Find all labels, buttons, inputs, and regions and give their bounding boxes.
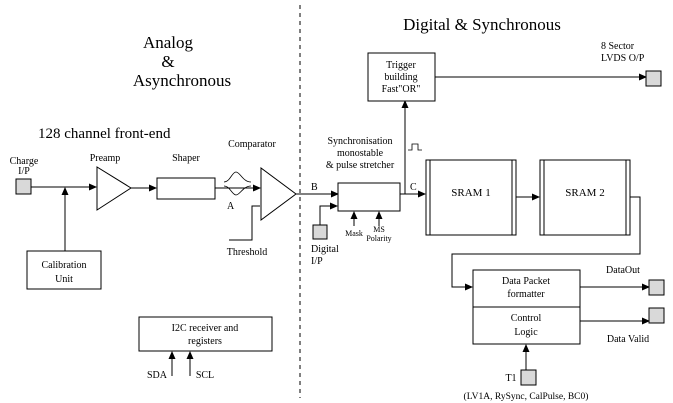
wire-threshold	[229, 205, 260, 241]
datavalid-label: Data Valid	[607, 334, 649, 345]
charge-label-2: I/P	[18, 166, 30, 177]
i2c-label-1: I2C receiver and	[172, 323, 239, 334]
data-packet-label-2: formatter	[507, 289, 545, 300]
trigger-label-2: building	[384, 72, 417, 83]
frontend-heading: 128 channel front-end	[38, 126, 171, 142]
digital-input-pad	[312, 224, 328, 240]
digital-pulse-icon	[408, 143, 422, 151]
sram2-label: SRAM 2	[565, 187, 604, 199]
trigger-box	[367, 52, 436, 102]
calibration-unit-box	[26, 250, 102, 290]
t1-label: T1	[505, 373, 516, 384]
sync-label-1: Synchronisation	[328, 136, 393, 147]
trigger-label-3: Fast"OR"	[382, 84, 421, 95]
node-a-label: A	[227, 201, 235, 212]
sram1-box	[425, 159, 517, 236]
preamp-triangle	[96, 166, 132, 211]
control-logic-label-1: Control	[511, 313, 542, 324]
datavalid-pad	[648, 307, 665, 324]
comparator-label: Comparator	[228, 139, 276, 150]
analog-heading-2: &	[161, 52, 174, 71]
trigger-label-1: Trigger	[386, 60, 416, 71]
preamp-label: Preamp	[90, 153, 121, 164]
i2c-box	[138, 316, 273, 352]
analog-pulse-icon	[223, 171, 252, 196]
analog-heading-3: Asynchronous	[133, 71, 231, 90]
sram2-box	[539, 159, 631, 236]
control-logic-label-2: Logic	[514, 327, 538, 338]
sda-label: SDA	[147, 370, 168, 381]
comparator-triangle	[260, 167, 297, 221]
sector-label-2: LVDS O/P	[601, 53, 645, 64]
calibration-label-2: Unit	[55, 274, 73, 285]
dataout-label: DataOut	[606, 265, 640, 276]
sync-label-3: & pulse stretcher	[326, 160, 395, 171]
wire-sram2-formatter	[451, 196, 641, 291]
charge-input-pad	[15, 178, 32, 195]
node-b-label: B	[311, 182, 318, 193]
i2c-label-2: registers	[188, 336, 222, 347]
dataout-pad	[648, 279, 665, 296]
sync-box	[337, 182, 401, 212]
node-c-label: C	[410, 182, 417, 193]
digital-input-label-2: I/P	[311, 256, 323, 267]
wire-digital-input	[319, 202, 338, 225]
threshold-label: Threshold	[227, 247, 268, 258]
polarity-label: Polarity	[366, 234, 391, 243]
calibration-label-1: Calibration	[42, 260, 87, 271]
t1-input-pad	[520, 369, 537, 386]
mask-label: Mask	[345, 229, 363, 238]
scl-label: SCL	[196, 370, 214, 381]
data-packet-label-1: Data Packet	[502, 276, 550, 287]
shaper-label: Shaper	[172, 153, 200, 164]
charge-label-1: Charge	[10, 156, 39, 167]
analog-heading-1: Analog	[143, 33, 194, 52]
sync-label-2: monostable	[337, 148, 384, 159]
digital-heading: Digital & Synchronous	[403, 15, 561, 34]
shaper-box	[156, 177, 216, 200]
t1-signals-label: (LV1A, RySync, CalPulse, BC0)	[464, 391, 589, 402]
digital-input-label-1: Digital	[311, 244, 339, 255]
sram1-label: SRAM 1	[451, 187, 490, 199]
ms-label: MS	[373, 225, 385, 234]
sector-label-1: 8 Sector	[601, 41, 635, 52]
lvds-output-pad	[645, 70, 662, 87]
